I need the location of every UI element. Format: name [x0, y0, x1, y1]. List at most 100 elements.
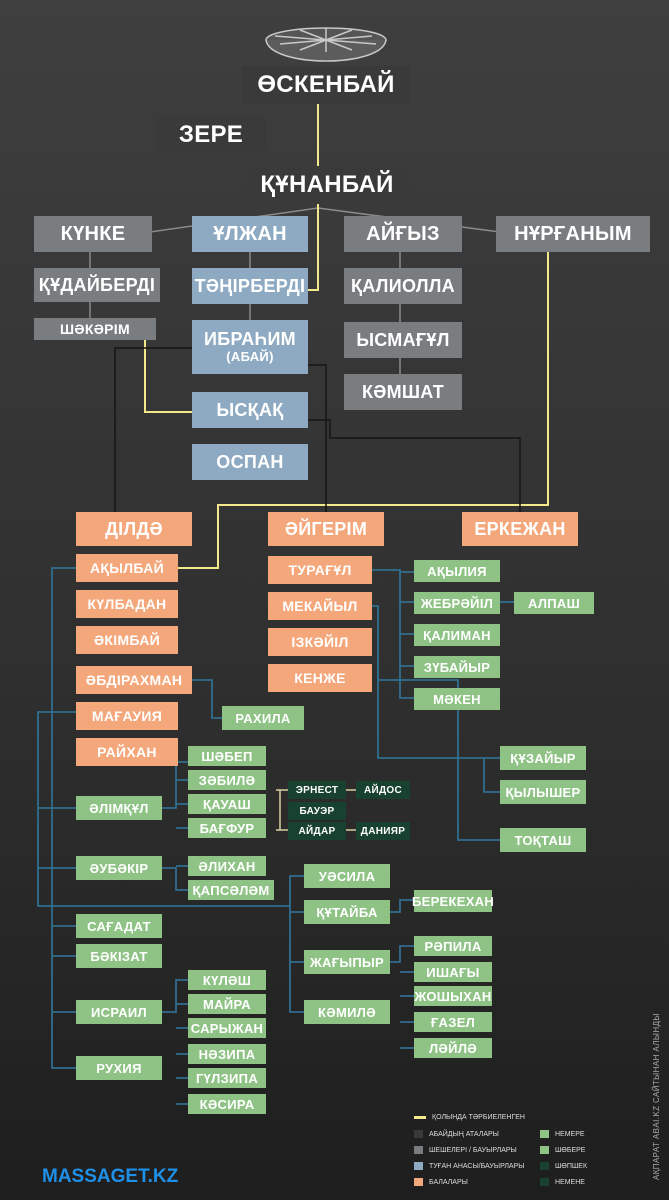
- node-nazipa: НӘЗИПА: [188, 1044, 266, 1064]
- legend-children: БАЛАЛАРЫ: [414, 1178, 468, 1186]
- node-sagadat: САҒАДАТ: [76, 914, 162, 938]
- node-ulzhan: ҰЛЖАН: [192, 216, 308, 252]
- node-rapila: РӘПИЛА: [414, 936, 492, 956]
- legend-swatch: [414, 1130, 423, 1138]
- node-kylysher: ҚЫЛЫШЕР: [500, 780, 586, 804]
- node-kenzhe: КЕНЖЕ: [268, 664, 372, 692]
- legend-great-great: ШӨПШЕК: [540, 1162, 587, 1170]
- legend-raised: ҚОЛЫНДА ТӘРБИЕЛЕНГЕН: [414, 1114, 525, 1121]
- node-aiyz: АЙҒЫЗ: [344, 216, 462, 252]
- node-berekekhan: БЕРЕКЕХАН: [412, 890, 494, 912]
- node-zubaiyr: ЗҮБАЙЫР: [414, 656, 500, 678]
- node-aigerim: ӘЙГЕРІМ: [268, 512, 384, 546]
- abai-name: ИБРАҺИМ: [204, 329, 296, 350]
- node-akyliya: АҚЫЛИЯ: [414, 560, 500, 582]
- node-kulash: КҮЛӘШ: [188, 970, 266, 990]
- node-laila: ЛӘЙЛӘ: [414, 1038, 492, 1058]
- legend-label: ҚОЛЫНДА ТӘРБИЕЛЕНГЕН: [432, 1114, 525, 1121]
- legend-label: НЕМЕНЕ: [555, 1178, 585, 1186]
- abai-pen-name: (АБАЙ): [226, 348, 274, 364]
- node-ishagy: ИШАҒЫ: [414, 962, 492, 982]
- node-alikhan: ӘЛИХАН: [188, 856, 266, 876]
- node-kunke: КҮНКЕ: [34, 216, 152, 252]
- node-gulzipa: ГҮЛЗИПА: [188, 1068, 266, 1088]
- node-maken: МӘКЕН: [414, 688, 500, 710]
- legend-label: ТУҒАН АНАСЫ/БАУЫРЛАРЫ: [429, 1162, 525, 1170]
- node-raikhan: РАЙХАН: [76, 738, 178, 766]
- node-kauash: ҚАУАШ: [188, 794, 266, 814]
- legend-swatch: [540, 1146, 549, 1154]
- legend-label: ШӨБЕРЕ: [555, 1146, 586, 1154]
- node-kaliolla: ҚАЛИОЛЛА: [344, 268, 462, 304]
- node-bakizat: БӘКІЗАТ: [76, 944, 162, 968]
- node-rakhila: РАХИЛА: [222, 706, 304, 730]
- node-shabep: ШӘБЕП: [188, 746, 266, 766]
- node-tanirberdi: ТӘҢІРБЕРДІ: [192, 268, 308, 304]
- legend-grandchildren: НЕМЕРЕ: [540, 1130, 585, 1138]
- node-zhoshykhan: ЖОШЫХАН: [414, 986, 492, 1006]
- legend-great-grand: ШӨБЕРЕ: [540, 1146, 585, 1154]
- node-kapsalam: ҚАПСӘЛӘМ: [188, 880, 274, 900]
- legend-swatch: [540, 1130, 549, 1138]
- node-bagfur: БАҒФУР: [188, 818, 266, 838]
- node-maira: МАЙРА: [188, 994, 266, 1014]
- node-kaliman: ҚАЛИМАН: [414, 624, 500, 646]
- node-bauyr: БАУЭР: [288, 802, 346, 820]
- node-alpash: АЛПАШ: [514, 592, 594, 614]
- node-zhebrail: ЖЕБРӘЙІЛ: [414, 592, 500, 614]
- source-note: АҚПАРАТ ABAI.KZ САЙТЫНАН АЛЫНДЫ: [652, 1013, 661, 1180]
- legend-label: АБАЙДЫҢ АТАЛАРЫ: [429, 1130, 499, 1138]
- node-yskak: ЫСҚАҚ: [192, 392, 308, 428]
- legend-swatch: [540, 1178, 549, 1186]
- node-kuzaiyr: ҚҰЗАЙЫР: [500, 746, 586, 770]
- node-israil: ИСРАИЛ: [76, 1000, 162, 1024]
- node-zere: ЗЕРЕ: [156, 116, 266, 154]
- massaget-logo: MASSAGET.KZ: [42, 1166, 179, 1187]
- node-nurganym: НҰРҒАНЫМ: [496, 216, 650, 252]
- node-kulbadan: КҮЛБАДАН: [76, 590, 178, 618]
- node-izkaiyl: ІЗКӘЙІЛ: [268, 628, 372, 656]
- node-zhagypyr: ЖАҒЫПЫР: [304, 950, 390, 974]
- node-ausila: УӘСИЛА: [304, 864, 390, 888]
- node-kunanbai: ҚҰНАНБАЙ: [242, 166, 412, 204]
- node-toktash: ТОҚТАШ: [500, 828, 586, 852]
- legend-swatch: [414, 1146, 423, 1154]
- node-kasira: КӘСИРА: [188, 1094, 266, 1114]
- yurt-dome-icon: [265, 27, 387, 62]
- node-dilda: ДІЛДӘ: [76, 512, 192, 546]
- legend-mother: ТУҒАН АНАСЫ/БАУЫРЛАРЫ: [414, 1162, 524, 1170]
- node-abdirakhman: ӘБДІРАХМАН: [76, 666, 192, 694]
- node-ysmagul: ЫСМАҒҰЛ: [344, 322, 462, 358]
- node-aubakir: ӘУБӘКІР: [76, 856, 162, 880]
- node-abai: ИБРАҺИМ (АБАЙ): [192, 320, 308, 374]
- node-alimkul: ӘЛІМҚҰЛ: [76, 796, 162, 820]
- legend-line-swatch: [414, 1116, 426, 1119]
- node-kudaiberdi: ҚҰДАЙБЕРДІ: [34, 268, 160, 302]
- legend-swatch: [414, 1178, 423, 1186]
- node-gazel: ҒАЗЕЛ: [414, 1012, 492, 1032]
- node-akylbai: АҚЫЛБАЙ: [76, 554, 178, 582]
- node-mekaiyl: МЕКАЙЫЛ: [268, 592, 372, 620]
- node-shakarim: ШӘКӘРІМ: [34, 318, 156, 340]
- node-daniyar: ДАНИЯР: [356, 822, 410, 840]
- node-aidos: АЙДОС: [356, 781, 410, 799]
- legend-swatch: [540, 1162, 549, 1170]
- legend-label: ШӨПШЕК: [555, 1162, 588, 1170]
- node-akimbai: ӘКІМБАЙ: [76, 626, 178, 654]
- node-erkezhan: ЕРКЕЖАН: [462, 512, 578, 546]
- node-saryzhan: САРЫЖАН: [188, 1018, 266, 1038]
- legend-label: БАЛАЛАРЫ: [429, 1178, 468, 1186]
- node-ernest: ЭРНЕСТ: [288, 781, 346, 799]
- legend-ancestors: АБАЙДЫҢ АТАЛАРЫ: [414, 1130, 499, 1138]
- node-zabila: ЗӘБИЛӘ: [188, 770, 266, 790]
- legend-step-mothers: ШЕШЕЛЕРІ / БАУЫРЛАРЫ: [414, 1146, 517, 1154]
- node-kamila: КӘМИЛӘ: [304, 1000, 390, 1024]
- node-turagul: ТУРАҒҰЛ: [268, 556, 372, 584]
- legend-label: ШЕШЕЛЕРІ / БАУЫРЛАРЫ: [429, 1146, 517, 1154]
- legend-fifth: НЕМЕНЕ: [540, 1178, 585, 1186]
- legend-label: НЕМЕРЕ: [555, 1130, 585, 1138]
- node-oskenbai: ӨСКЕНБАЙ: [242, 66, 410, 104]
- node-aidar: АЙДАР: [288, 822, 346, 840]
- node-ospan: ОСПАН: [192, 444, 308, 480]
